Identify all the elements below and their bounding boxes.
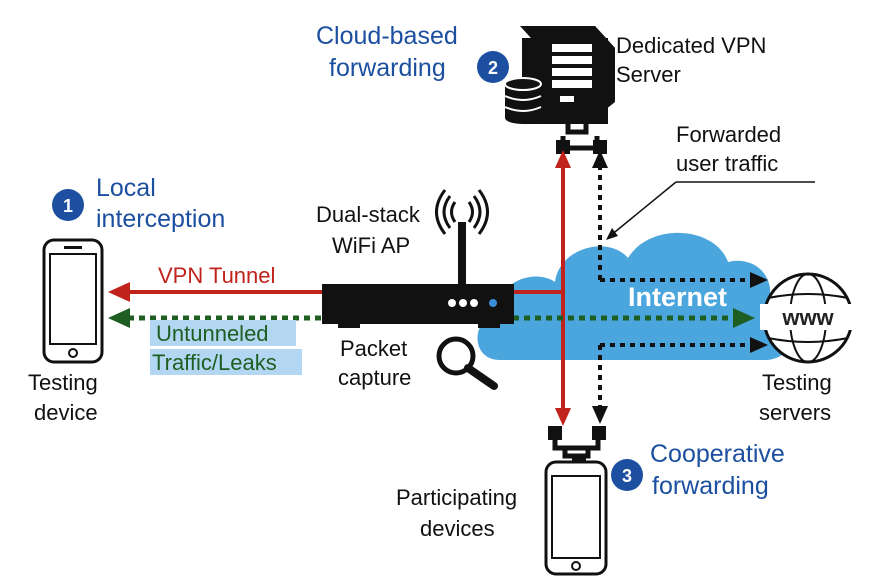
testing-servers-label-line2: servers	[759, 400, 831, 425]
forwarded-label-line1: Forwarded	[676, 122, 781, 147]
www-label: www	[781, 305, 834, 330]
untunneled-label-line2: Traffic/Leaks	[152, 350, 277, 375]
vpn-tunnel-label: VPN Tunnel	[158, 263, 275, 288]
local-interception-label-line2: interception	[96, 205, 225, 233]
packet-capture-label-line1: Packet	[340, 336, 407, 361]
ethernet-plug-icon	[556, 124, 607, 154]
participating-label-line1: Participating	[396, 485, 517, 510]
forwarded-label-line2: user traffic	[676, 151, 778, 176]
database-icon	[504, 77, 542, 124]
vpn-vertical-line	[555, 150, 571, 426]
testing-device-label-line1: Testing	[28, 370, 98, 395]
participating-label-line2: devices	[420, 516, 495, 541]
cooperative-label-line2: forwarding	[652, 472, 769, 500]
testing-servers-label-line1: Testing	[762, 370, 832, 395]
packet-capture-label-line2: capture	[338, 365, 411, 390]
forwarded-pointer	[606, 181, 815, 240]
cloud-forwarding-label-line1: Cloud-based	[316, 22, 458, 50]
cloud-forwarding-label-line2: forwarding	[329, 54, 446, 82]
cooperative-label-line1: Cooperative	[650, 440, 785, 468]
badge-3: 3	[611, 459, 643, 491]
leak-line	[108, 308, 755, 328]
untunneled-highlight	[150, 320, 296, 346]
svg-text:3: 3	[622, 466, 632, 486]
untunneled-highlight	[150, 349, 302, 375]
internet-cloud-icon	[477, 232, 792, 360]
dedicated-server-label-line1: Dedicated VPN	[616, 33, 766, 58]
ap-label-line2: WiFi AP	[332, 233, 410, 258]
untunneled-label-line1: Untunneled	[156, 321, 269, 346]
dedicated-server-label-line2: Server	[616, 62, 681, 87]
internet-label: Internet	[628, 282, 727, 312]
svg-text:2: 2	[488, 58, 498, 78]
testing-device-label-line2: device	[34, 400, 98, 425]
smartphone-icon	[42, 238, 104, 364]
badge-1: 1	[52, 189, 84, 221]
ap-label-line1: Dual-stack	[316, 202, 421, 227]
svg-text:1: 1	[63, 196, 73, 216]
router-icon	[322, 222, 514, 328]
local-interception-label-line1: Local	[96, 174, 156, 202]
globe-icon	[760, 272, 856, 364]
magnifier-icon	[436, 336, 498, 390]
badge-2: 2	[477, 51, 509, 83]
ethernet-plug-icon	[548, 426, 606, 459]
smartphone-icon	[544, 454, 608, 576]
wifi-icon	[435, 189, 489, 235]
forwarded-traffic-dotted-lines	[592, 150, 768, 424]
